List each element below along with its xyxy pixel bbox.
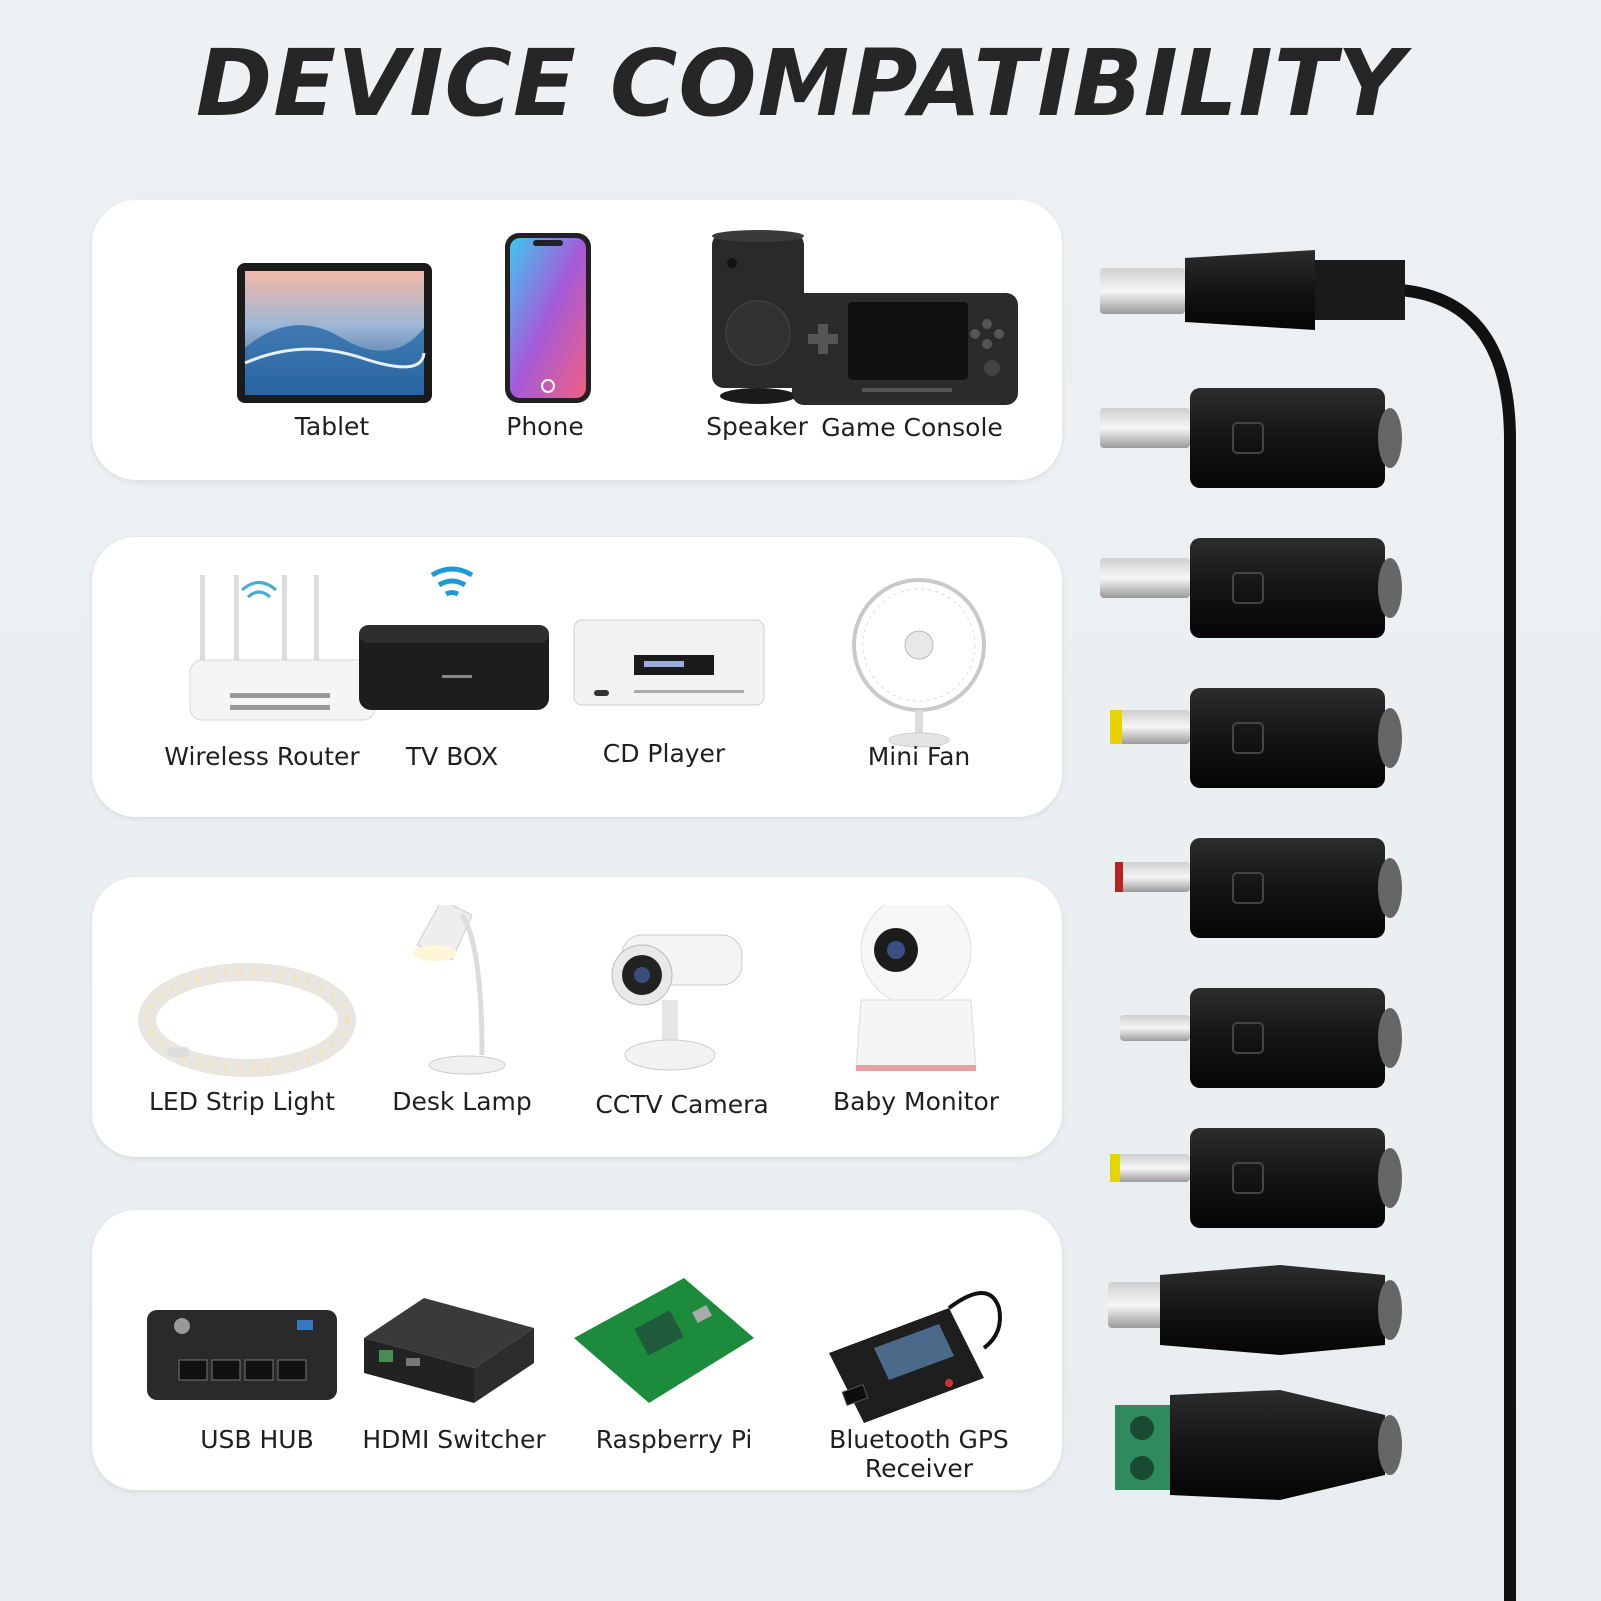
device-panel-4: USB HUB HDMI Switcher Raspberry Pi Bluet… [92,1210,1062,1490]
device-usb-hub: USB HUB [137,1210,377,1490]
device-led-strip: LED Strip Light [122,877,362,1157]
gps-receiver-icon [829,1291,1002,1423]
device-cctv-camera: CCTV Camera [562,877,802,1157]
adapter-tip-micro-usb [1108,1265,1402,1355]
device-label: CCTV Camera [595,1090,769,1119]
router-icon [189,575,376,721]
page-title: DEVICE COMPATIBILITY [195,30,1406,137]
led-strip-icon [138,963,356,1077]
cd-player-icon [573,619,765,706]
usb-hub-icon [147,1310,337,1400]
device-cd-player: CD Player [544,537,784,817]
device-label: LED Strip Light [148,1087,336,1116]
baby-monitor-icon [855,905,977,1071]
device-label: Speaker [706,412,808,441]
cable [1399,284,1516,1601]
device-tablet: Tablet [212,200,452,480]
adapter-tip-l [1120,988,1402,1088]
device-label: HDMI Switcher [362,1425,546,1454]
device-speaker: Speaker [637,200,877,480]
device-bluetooth-gps-receiver: Bluetooth GPS Receiver [799,1210,1039,1490]
tv-box-icon [359,566,549,710]
phone-icon [505,233,591,403]
connector-tips-illustration [1100,250,1516,1601]
adapter-tip-terminal-block [1115,1390,1402,1500]
adapter-tip-c [1100,388,1402,488]
adapter-tip-h [1100,538,1402,638]
device-wireless-router: Wireless Router [142,537,382,817]
device-mini-fan: Mini Fan [799,537,1039,817]
raspberry-pi-icon [574,1278,754,1403]
device-label: TV BOX [405,742,499,771]
game-console-icon [792,293,1018,405]
device-tv-box: TV BOX [332,537,572,817]
fan-icon [852,578,986,748]
device-label: Bluetooth GPS Receiver [829,1425,1009,1483]
device-label: Mini Fan [867,742,971,771]
device-label: Baby Monitor [832,1087,1000,1116]
device-label: Raspberry Pi [595,1425,753,1454]
device-panel-3: LED Strip Light Desk Lamp CCTV Camera [92,877,1062,1157]
speaker-icon [712,230,804,404]
device-game-console: Game Console [792,200,1018,480]
main-plug [1100,250,1405,330]
hdmi-switcher-icon [364,1298,534,1403]
adapter-tip-i [1110,1128,1402,1228]
device-panel-1: Tablet Phone Speaker [92,200,1062,480]
adapter-tip-h-red [1115,838,1402,938]
device-baby-monitor: Baby Monitor [796,877,1036,1157]
device-desk-lamp: Desk Lamp [342,877,582,1157]
device-label: Game Console [821,413,1003,442]
device-label: Phone [506,412,584,441]
device-label: Tablet [294,412,370,441]
device-panel-2: Wireless Router TV BOX CD Player [92,537,1062,817]
device-label: CD Player [602,739,726,768]
desk-lamp-icon [413,905,506,1075]
device-phone: Phone [425,200,665,480]
device-raspberry-pi: Raspberry Pi [554,1210,794,1490]
adapter-tip-g [1110,688,1402,788]
device-hdmi-switcher: HDMI Switcher [334,1210,574,1490]
device-label: Desk Lamp [392,1087,532,1116]
tablet-icon [237,263,432,403]
cctv-camera-icon [611,934,743,1071]
device-label: USB HUB [200,1425,314,1454]
device-label: Wireless Router [164,742,360,771]
